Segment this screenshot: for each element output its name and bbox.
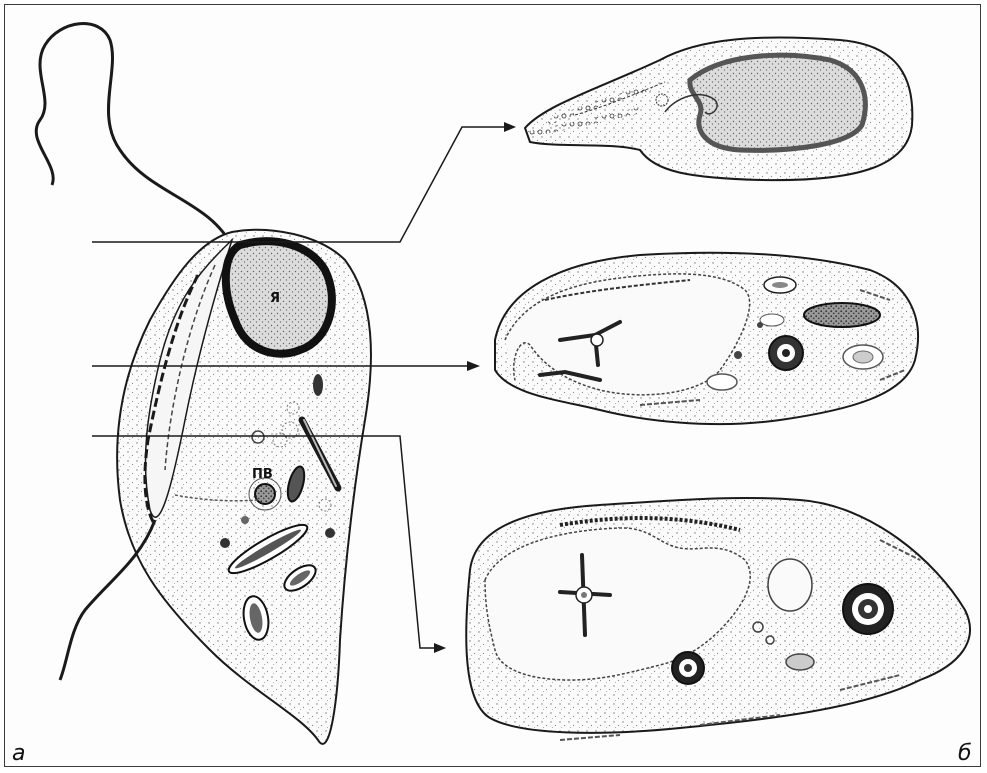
anterior-flagellum xyxy=(36,24,233,248)
panel-label-b: б xyxy=(958,741,972,766)
nucleus-label: Я xyxy=(270,291,280,306)
vacuole-pv xyxy=(255,484,275,504)
section3-vacuole xyxy=(768,559,812,611)
panel-label-a: а xyxy=(12,741,25,766)
cell-drawing: Я ПВ xyxy=(36,24,371,744)
vacuole-label: ПВ xyxy=(252,467,273,482)
organelle xyxy=(313,374,323,396)
cross-section-1 xyxy=(525,37,912,180)
cross-section-3 xyxy=(466,498,970,740)
section2-dense-body xyxy=(804,303,880,327)
cross-section-2 xyxy=(495,253,918,425)
